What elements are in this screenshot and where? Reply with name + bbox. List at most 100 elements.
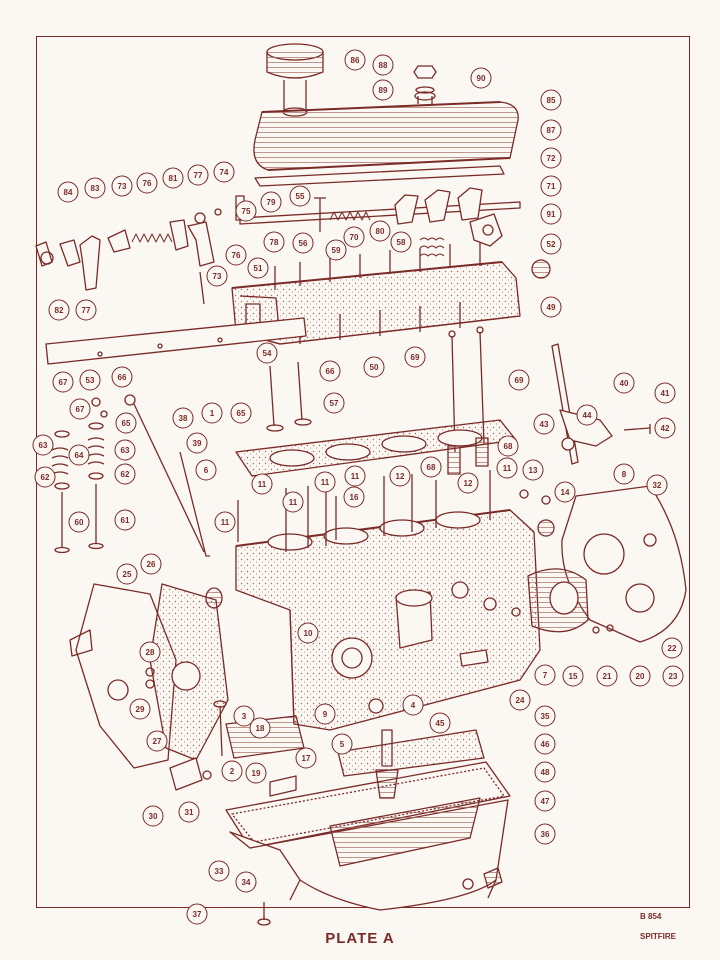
nut bbox=[202, 770, 212, 780]
callout-90: 90 bbox=[470, 67, 492, 89]
callout-34: 34 bbox=[235, 871, 257, 893]
front-engine-plate bbox=[69, 583, 177, 769]
callout-2: 2 bbox=[221, 760, 243, 782]
callout-56: 56 bbox=[292, 232, 314, 254]
callout-number: 46 bbox=[541, 740, 550, 749]
callout-51: 51 bbox=[247, 257, 269, 279]
callout-number: 33 bbox=[215, 867, 224, 876]
callout-number: 28 bbox=[146, 648, 155, 657]
callout-6: 6 bbox=[195, 459, 217, 481]
callout-74: 74 bbox=[213, 161, 235, 183]
cover-nut-and-washer bbox=[413, 65, 437, 94]
valve-spring-stack bbox=[51, 397, 108, 554]
callout-80: 80 bbox=[369, 220, 391, 242]
callout-number: 1 bbox=[210, 409, 215, 418]
callout-number: 87 bbox=[547, 126, 556, 135]
callout-77: 77 bbox=[187, 164, 209, 186]
callout-78: 78 bbox=[263, 231, 285, 253]
callout-73: 73 bbox=[111, 175, 133, 197]
callout-number: 59 bbox=[332, 246, 341, 255]
callout-number: 35 bbox=[541, 712, 550, 721]
callout-65: 65 bbox=[115, 412, 137, 434]
rear-seal-housing bbox=[527, 568, 600, 634]
callout-11: 11 bbox=[344, 465, 366, 487]
callout-number: 69 bbox=[515, 376, 524, 385]
rocker-shaft-assembly bbox=[235, 187, 521, 247]
mounting-strip bbox=[45, 317, 307, 365]
callout-number: 6 bbox=[204, 466, 209, 475]
callout-67: 67 bbox=[52, 371, 74, 393]
callout-10: 10 bbox=[297, 622, 319, 644]
callout-60: 60 bbox=[68, 511, 90, 533]
callout-58: 58 bbox=[390, 231, 412, 253]
callout-46: 46 bbox=[534, 733, 556, 755]
callout-number: 76 bbox=[232, 251, 241, 260]
callout-61: 61 bbox=[114, 509, 136, 531]
callout-75: 75 bbox=[235, 200, 257, 222]
callout-number: 38 bbox=[179, 414, 188, 423]
callout-number: 72 bbox=[547, 154, 556, 163]
callout-52: 52 bbox=[540, 233, 562, 255]
callout-number: 15 bbox=[569, 672, 578, 681]
callout-number: 17 bbox=[302, 754, 311, 763]
callout-number: 11 bbox=[221, 518, 230, 527]
callout-number: 13 bbox=[529, 466, 538, 475]
callout-number: 57 bbox=[330, 399, 339, 408]
callout-number: 14 bbox=[561, 488, 570, 497]
callout-number: 63 bbox=[121, 446, 130, 455]
callout-number: 11 bbox=[321, 478, 330, 487]
plate-title: PLATE A bbox=[325, 930, 395, 947]
callout-number: 74 bbox=[220, 168, 229, 177]
callout-25: 25 bbox=[116, 563, 138, 585]
callout-13: 13 bbox=[522, 459, 544, 481]
callout-39: 39 bbox=[186, 432, 208, 454]
breather-pipe-and-bracket bbox=[551, 343, 651, 465]
sump-gasket bbox=[225, 761, 511, 849]
callout-11: 11 bbox=[251, 473, 273, 495]
callout-number: 55 bbox=[296, 192, 305, 201]
callout-number: 84 bbox=[64, 188, 73, 197]
callout-31: 31 bbox=[178, 801, 200, 823]
callout-63: 63 bbox=[32, 434, 54, 456]
callout-number: 63 bbox=[39, 441, 48, 450]
callout-30: 30 bbox=[142, 805, 164, 827]
callout-37: 37 bbox=[186, 903, 208, 925]
callout-35: 35 bbox=[534, 705, 556, 727]
callout-24: 24 bbox=[509, 689, 531, 711]
callout-number: 40 bbox=[620, 379, 629, 388]
callout-14: 14 bbox=[554, 481, 576, 503]
callout-number: 11 bbox=[503, 464, 512, 473]
rocker-cover bbox=[253, 91, 519, 171]
callout-number: 60 bbox=[75, 518, 84, 527]
callout-number: 66 bbox=[118, 373, 127, 382]
callout-87: 87 bbox=[540, 119, 562, 141]
callout-44: 44 bbox=[576, 404, 598, 426]
callout-number: 25 bbox=[123, 570, 132, 579]
callout-91: 91 bbox=[540, 203, 562, 225]
callout-50: 50 bbox=[363, 356, 385, 378]
callout-number: 77 bbox=[194, 171, 203, 180]
callout-79: 79 bbox=[260, 191, 282, 213]
callout-number: 81 bbox=[169, 174, 178, 183]
rear-engine-plate bbox=[561, 485, 687, 643]
callout-number: 12 bbox=[396, 472, 405, 481]
callout-85: 85 bbox=[540, 89, 562, 111]
callout-number: 71 bbox=[547, 182, 556, 191]
callout-71: 71 bbox=[540, 175, 562, 197]
callout-number: 11 bbox=[289, 498, 298, 507]
callout-12: 12 bbox=[457, 472, 479, 494]
callout-36: 36 bbox=[534, 823, 556, 845]
oil-sump bbox=[229, 797, 509, 911]
callout-number: 79 bbox=[267, 198, 276, 207]
callout-number: 66 bbox=[326, 367, 335, 376]
callout-11: 11 bbox=[282, 491, 304, 513]
callout-66: 66 bbox=[319, 360, 341, 382]
callout-number: 86 bbox=[351, 56, 360, 65]
callout-number: 29 bbox=[136, 705, 145, 714]
callout-number: 48 bbox=[541, 768, 550, 777]
callout-18: 18 bbox=[249, 717, 271, 739]
callout-number: 68 bbox=[504, 442, 513, 451]
callout-76: 76 bbox=[225, 244, 247, 266]
washer bbox=[145, 679, 155, 689]
callout-41: 41 bbox=[654, 382, 676, 404]
